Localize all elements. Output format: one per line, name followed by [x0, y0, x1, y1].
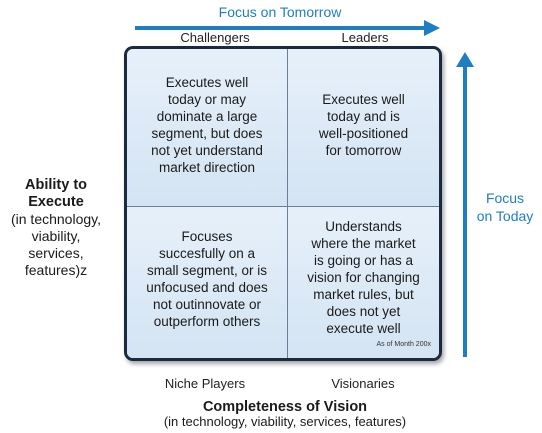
completeness-of-vision-subtitle: (in technology, viability, services, fea… [163, 414, 407, 429]
leaders-description: Executes well today and is well-position… [318, 91, 409, 158]
visionaries-quadrant: Understands where the market is going or… [288, 207, 439, 358]
challengers-label: Challengers [180, 30, 250, 45]
niche-players-quadrant: Focuses succesfully on a small segment, … [127, 207, 288, 358]
niche-players-label: Niche Players [164, 376, 246, 391]
niche-players-description: Focuses succesfully on a small segment, … [146, 228, 268, 329]
visionaries-label: Visionaries [331, 376, 395, 391]
focus-on-tomorrow-label: Focus on Tomorrow [218, 4, 342, 20]
right-arrow-icon [135, 20, 440, 36]
ability-to-execute-title: Ability to Execute [24, 177, 88, 210]
challengers-quadrant: Executes well today or may dominate a la… [127, 49, 288, 207]
quadrant-grid: Executes well today or may dominate a la… [124, 46, 442, 361]
as-of-footnote: As of Month 200x [376, 341, 431, 348]
ability-to-execute-subtitle: (in technology, viability, services, fea… [10, 211, 101, 278]
leaders-quadrant: Executes well today and is well-position… [288, 49, 439, 207]
visionaries-description: Understands where the market is going or… [307, 219, 420, 336]
leaders-label: Leaders [341, 30, 389, 45]
challengers-description: Executes well today or may dominate a la… [151, 74, 263, 175]
focus-on-today-label: Focus on Today [476, 190, 534, 224]
up-arrow-icon [456, 52, 474, 357]
completeness-of-vision-title: Completeness of Vision [202, 399, 368, 415]
